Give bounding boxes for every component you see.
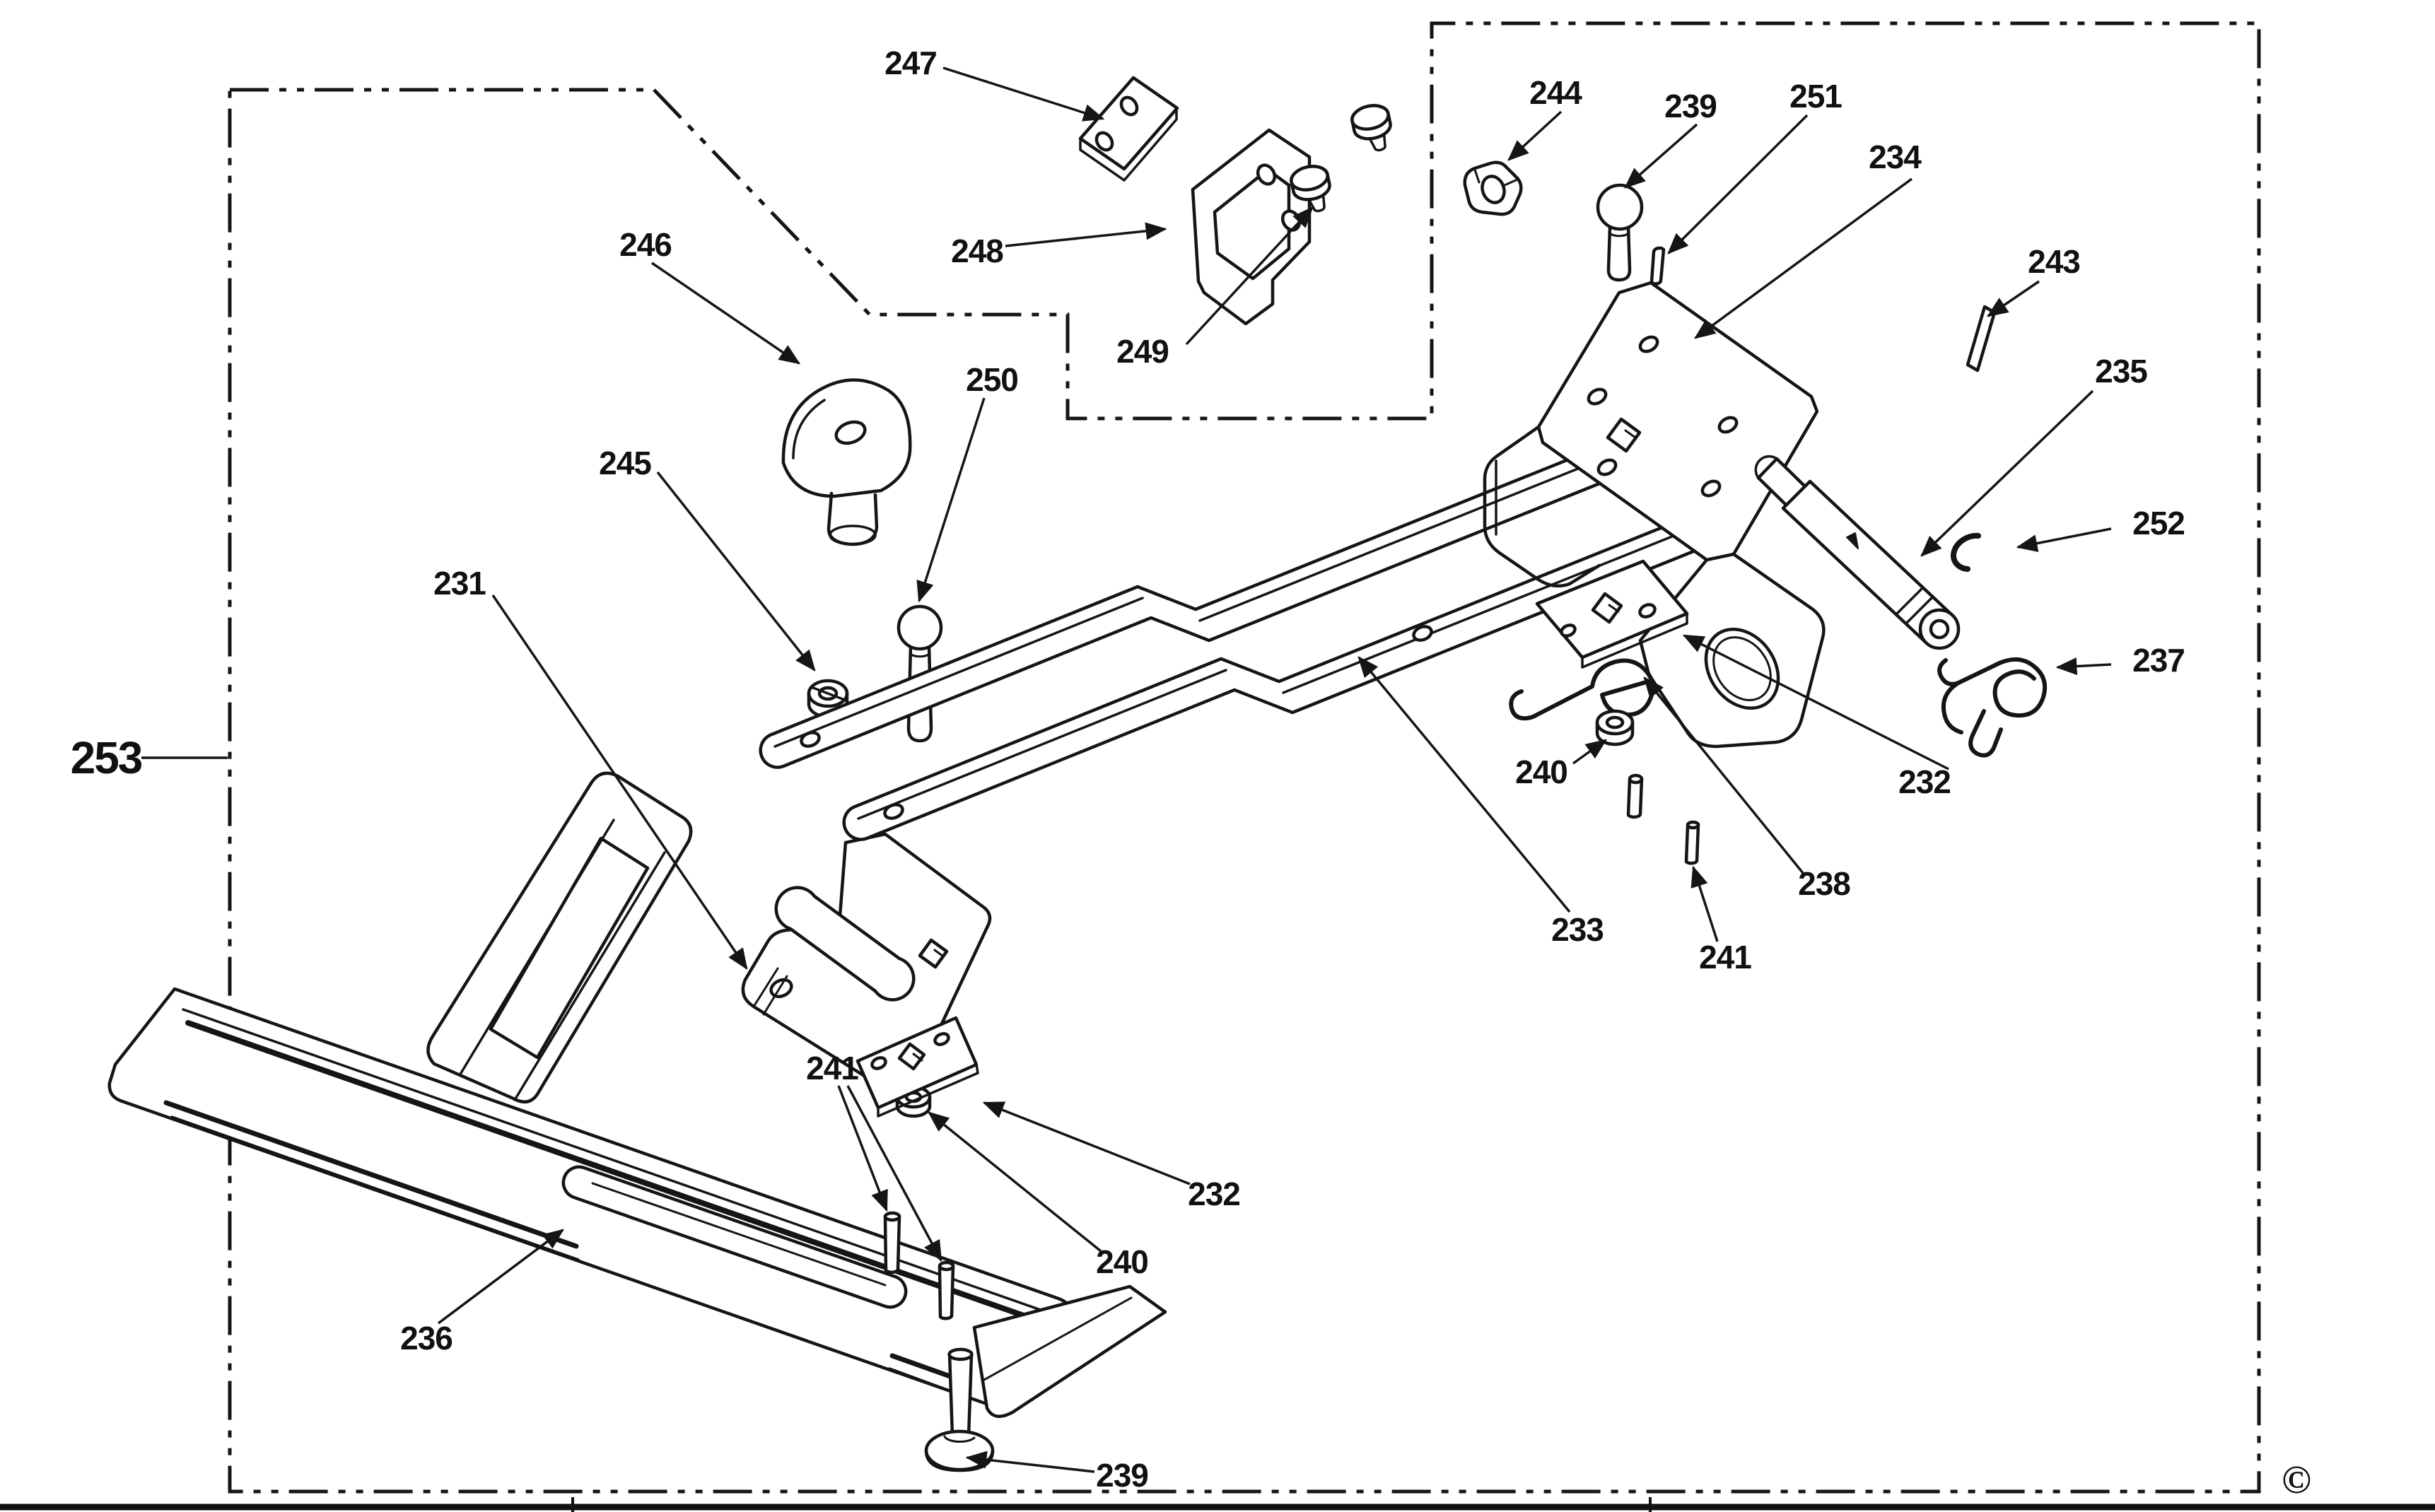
part-label-236: 236 [400,1320,453,1356]
part-label-248: 248 [951,233,1004,269]
part-251-pin [1649,246,1666,286]
leader-243 [1986,280,2040,317]
leader-246 [651,262,801,365]
leader-232-bottom [982,1101,1191,1185]
part-239-bottom-bolt [924,1347,995,1472]
leader-233 [1357,656,1571,913]
part-label-251: 251 [1789,78,1843,115]
part-label-239-bottom: 239 [1096,1457,1149,1494]
leader-lines [141,66,2112,1473]
leader-237 [2055,657,2112,676]
part-label-239-top: 239 [1664,88,1717,124]
leader-249 [1185,206,1314,346]
copyright-mark: © [2282,1458,2311,1502]
part-235-shaft [1754,455,1961,650]
leader-252 [2016,527,2112,552]
assembly-boundary-outline [228,21,2261,1494]
part-252-ring [1951,532,1981,572]
part-236-fence [107,771,1167,1418]
part-label-237: 237 [2132,642,2185,679]
part-234-bracket [1483,281,1826,749]
part-241-right-pins [1626,773,1700,865]
leader-236 [437,1229,564,1325]
leader-238 [1643,676,1804,874]
leader-231 [491,594,748,971]
part-label-231: 231 [433,565,486,602]
part-237-spring [1937,657,2048,758]
part-249-screws [1290,104,1392,213]
part-246-knob [781,378,912,546]
part-label-232-bottom: 232 [1188,1176,1241,1212]
leader-235 [1920,389,2094,557]
part-label-241-right: 241 [1699,939,1752,975]
part-label-245: 245 [599,445,652,481]
part-label-234: 234 [1869,139,1922,175]
leader-251 [1667,114,1809,254]
part-label-232-right: 232 [1898,763,1951,800]
part-label-249: 249 [1116,333,1169,370]
part-231-bracket [741,832,992,1090]
leader-239-top [1624,123,1698,189]
part-238-wire [1509,658,1655,721]
leader-241-bottom-a [837,1085,888,1212]
leader-248 [1005,222,1167,247]
assembly-label-253: 253 [70,732,144,783]
leader-240-bottom [928,1111,1102,1253]
part-label-233: 233 [1551,911,1604,948]
part-label-240-bottom: 240 [1096,1243,1149,1280]
part-label-238: 238 [1798,865,1851,902]
sheet-bottom-edge [0,1497,2435,1512]
leader-244 [1507,110,1563,161]
leader-241-right [1691,865,1719,942]
part-240-right-nut [1595,709,1635,746]
leader-232-right [1682,634,1949,770]
part-239-top-pin [1596,183,1644,282]
part-label-250: 250 [966,361,1019,398]
part-label-244: 244 [1529,74,1582,111]
part-241-bottom-pins [883,1211,955,1320]
leader-234 [1693,177,1913,339]
part-247-plate [1078,76,1179,182]
leader-239-bottom [965,1451,1095,1473]
leader-241-bottom-b [846,1085,942,1262]
part-label-240-right: 240 [1515,754,1568,790]
leader-247 [942,66,1105,122]
part-232-bottom-plate [856,1016,979,1118]
part-label-252: 252 [2132,505,2185,541]
leader-240-right [1572,739,1608,765]
part-label-243: 243 [2028,243,2081,280]
part-label-235: 235 [2095,353,2148,389]
part-243-pin [1966,305,1997,373]
part-label-246: 246 [619,226,672,263]
leader-250 [916,397,986,603]
leader-245 [656,471,816,672]
part-248-u-bracket [1191,128,1312,326]
part-232-right-plate [1535,559,1689,669]
part-label-241-bottom: 241 [806,1050,859,1086]
part-label-247: 247 [884,45,938,81]
part-244-nut [1463,160,1523,216]
